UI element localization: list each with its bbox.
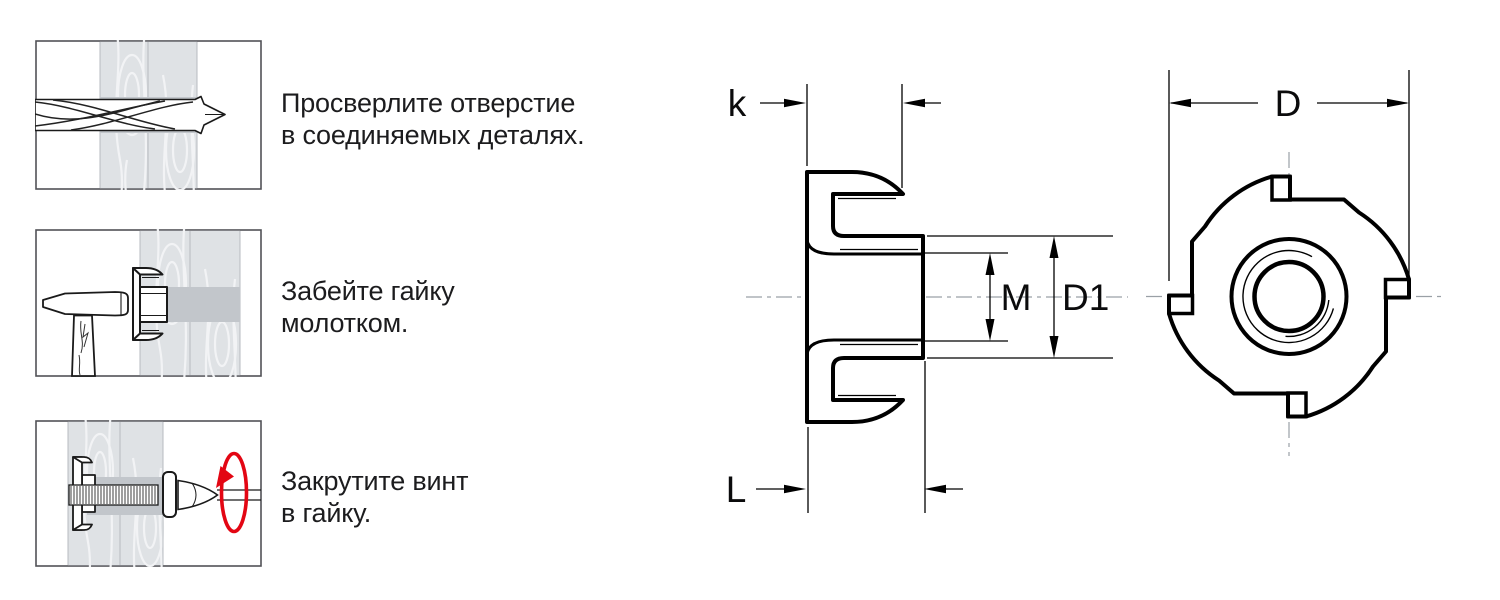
step-1-line-1: Просверлите отверстие bbox=[281, 88, 576, 118]
arrowhead-left-icon bbox=[903, 98, 925, 108]
arrowhead-left-icon bbox=[924, 484, 946, 494]
arrowhead-right-icon bbox=[784, 484, 806, 494]
arrowhead-right-icon bbox=[1387, 98, 1409, 108]
tee-nut-front-view bbox=[1167, 174, 1411, 419]
step-1-line-2: в соединяемых деталях. bbox=[281, 120, 585, 150]
washer bbox=[162, 471, 177, 518]
bore-circle bbox=[1252, 259, 1326, 334]
dimension-M-label: M bbox=[1001, 277, 1032, 318]
drill-illustration bbox=[35, 40, 262, 190]
hammer-icon bbox=[42, 291, 129, 377]
dimension-D-label: D bbox=[1275, 83, 1302, 124]
hammer-illustration bbox=[35, 229, 262, 377]
thread-arc bbox=[1285, 299, 1330, 338]
thread-arc bbox=[1242, 249, 1335, 344]
step-3-panel bbox=[35, 420, 262, 567]
step-2-panel bbox=[35, 229, 262, 377]
step-3-text: Закрутите винт в гайку. bbox=[281, 465, 611, 529]
thread-texture bbox=[70, 486, 156, 504]
technical-drawing: k L M D1 bbox=[726, 70, 1442, 513]
thread-lines bbox=[838, 197, 918, 397]
step-1-panel bbox=[35, 40, 262, 190]
rotation-arrow-icon bbox=[216, 451, 249, 534]
screw-illustration bbox=[35, 420, 262, 567]
dimension-k-label: k bbox=[728, 83, 747, 124]
dimension-D bbox=[1168, 70, 1410, 281]
bore-top bbox=[805, 239, 921, 256]
dimension-D1-label: D1 bbox=[1062, 277, 1109, 318]
side-outline bbox=[805, 170, 925, 424]
step-3-line-2: в гайку. bbox=[281, 498, 372, 528]
bolt-icon bbox=[68, 471, 261, 518]
dimension-M bbox=[925, 252, 1008, 342]
step-2-line-2: молотком. bbox=[281, 308, 409, 338]
arrowhead-up-icon bbox=[1049, 236, 1059, 258]
dimension-k bbox=[760, 84, 941, 188]
dimension-L bbox=[756, 361, 963, 513]
prong-notches bbox=[1167, 174, 1411, 419]
step-1-text: Просверлите отверстие в соединяемых дета… bbox=[281, 87, 611, 151]
arrowhead-up-icon bbox=[985, 253, 995, 275]
dimension-L-label: L bbox=[726, 469, 747, 510]
arrowhead-right-icon bbox=[784, 98, 806, 108]
tee-nut-side-view bbox=[805, 170, 925, 424]
arrowhead-down-icon bbox=[985, 319, 995, 341]
dimension-D1 bbox=[927, 235, 1113, 359]
step-2-line-1: Забейте гайку bbox=[281, 276, 455, 306]
drilled-hole bbox=[167, 287, 240, 322]
arrowhead-down-icon bbox=[1049, 336, 1059, 358]
tee-nut-icon bbox=[132, 267, 168, 341]
bore-bottom bbox=[805, 338, 921, 355]
arrowhead-left-icon bbox=[1169, 98, 1191, 108]
step-2-text: Забейте гайку молотком. bbox=[281, 275, 611, 339]
step-3-line-1: Закрутите винт bbox=[281, 466, 469, 496]
drill-bit-icon bbox=[35, 95, 226, 135]
